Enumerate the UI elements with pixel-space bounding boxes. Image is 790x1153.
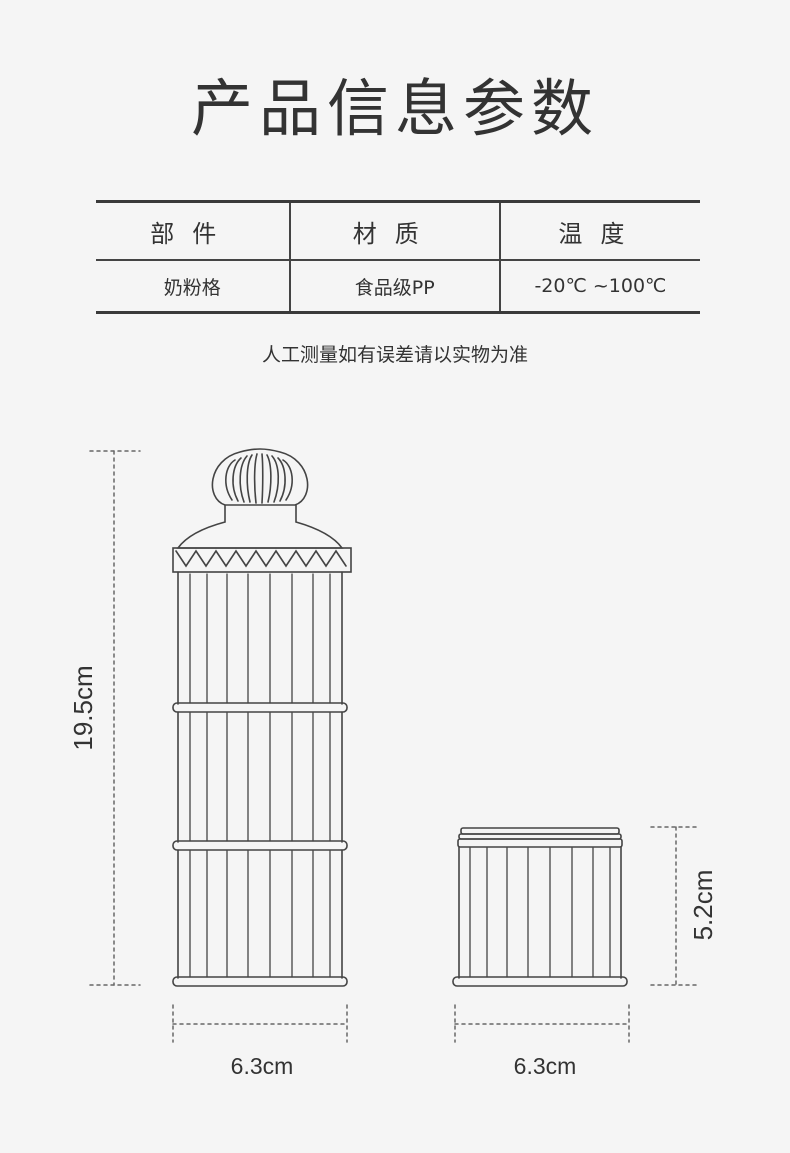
measurement-note: 人工测量如有误差请以实物为准 <box>261 344 528 366</box>
tall-width-label: 6.3cm <box>231 1053 294 1079</box>
short-container-illustration <box>452 827 628 987</box>
header-temperature: 温度 <box>498 201 700 261</box>
cell-material: 食品级PP <box>288 260 500 313</box>
header-material: 材质 <box>288 201 500 261</box>
short-height-label: 5.2cm <box>688 870 718 941</box>
spec-table: 部件 材质 温度 奶粉格 食品级PP -20℃ ~100℃ <box>96 200 700 314</box>
table-header-row: 部件 材质 温度 <box>96 201 700 261</box>
table-row: 奶粉格 食品级PP -20℃ ~100℃ <box>96 260 700 313</box>
short-width-label: 6.3cm <box>514 1053 577 1079</box>
tall-height-label: 19.5cm <box>68 665 98 750</box>
page-title: 产品信息参数 <box>190 72 599 145</box>
cell-temperature: -20℃ ~100℃ <box>498 260 700 313</box>
header-part: 部件 <box>96 201 290 261</box>
tall-container-illustration <box>172 448 352 987</box>
cell-part: 奶粉格 <box>163 276 221 299</box>
